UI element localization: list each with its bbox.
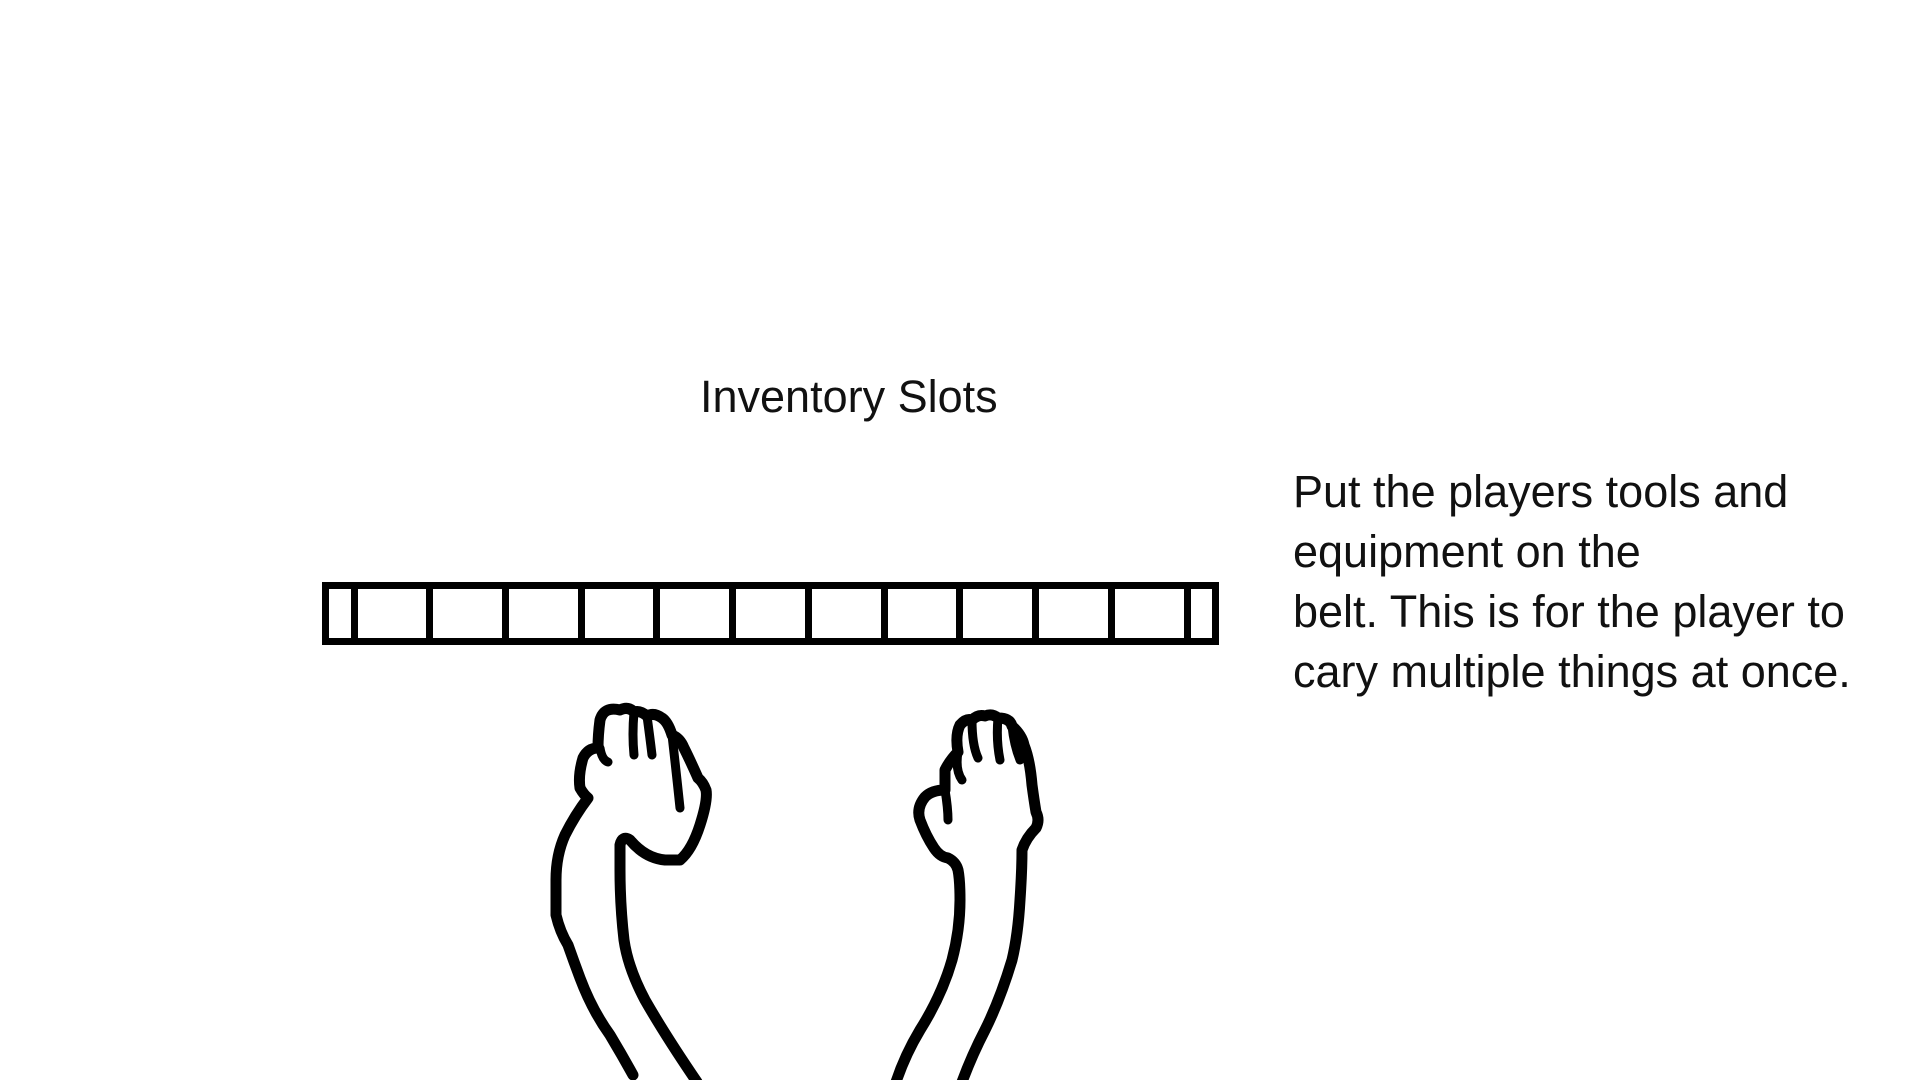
design-note: Put the players tools and equipment on t… — [1293, 462, 1853, 702]
left-arm-icon — [560, 644, 638, 1080]
belt-divider — [1032, 589, 1040, 638]
inventory-slot-8[interactable] — [812, 589, 880, 638]
inventory-slot-9[interactable] — [888, 589, 956, 638]
belt-divider — [1107, 589, 1115, 638]
inventory-slot-6[interactable] — [661, 589, 729, 638]
inventory-slot-12[interactable] — [1115, 589, 1183, 638]
belt-divider — [350, 589, 358, 638]
inventory-slot-11[interactable] — [1040, 589, 1108, 638]
belt-divider — [729, 589, 737, 638]
belt-divider — [804, 589, 812, 638]
inventory-slot-5[interactable] — [585, 589, 653, 638]
belt-divider — [880, 589, 888, 638]
inventory-title: Inventory Slots — [700, 371, 998, 422]
inventory-slot-1[interactable] — [333, 589, 350, 638]
inventory-slot-7[interactable] — [737, 589, 805, 638]
inventory-slot-3[interactable] — [434, 589, 502, 638]
inventory-slot-13[interactable] — [1191, 589, 1208, 638]
belt-divider — [653, 589, 661, 638]
inventory-slot-10[interactable] — [964, 589, 1032, 638]
belt-divider — [426, 589, 434, 638]
inventory-slot-2[interactable] — [358, 589, 426, 638]
belt-divider — [956, 589, 964, 638]
right-hand-icon — [890, 709, 1044, 1080]
belt-divider — [577, 589, 585, 638]
left-finger-lines-icon — [595, 707, 685, 813]
belt-divider — [1183, 589, 1191, 638]
right-finger-lines-icon — [940, 713, 1025, 825]
belt-divider — [501, 589, 509, 638]
design-note-line-1: Put the players tools and equipment on t… — [1293, 466, 1789, 577]
design-note-line-2: belt. This is for the player to cary mul… — [1293, 586, 1851, 697]
inventory-slot-4[interactable] — [509, 589, 577, 638]
left-hand-icon — [550, 702, 712, 1080]
inventory-belt[interactable] — [322, 582, 1219, 645]
